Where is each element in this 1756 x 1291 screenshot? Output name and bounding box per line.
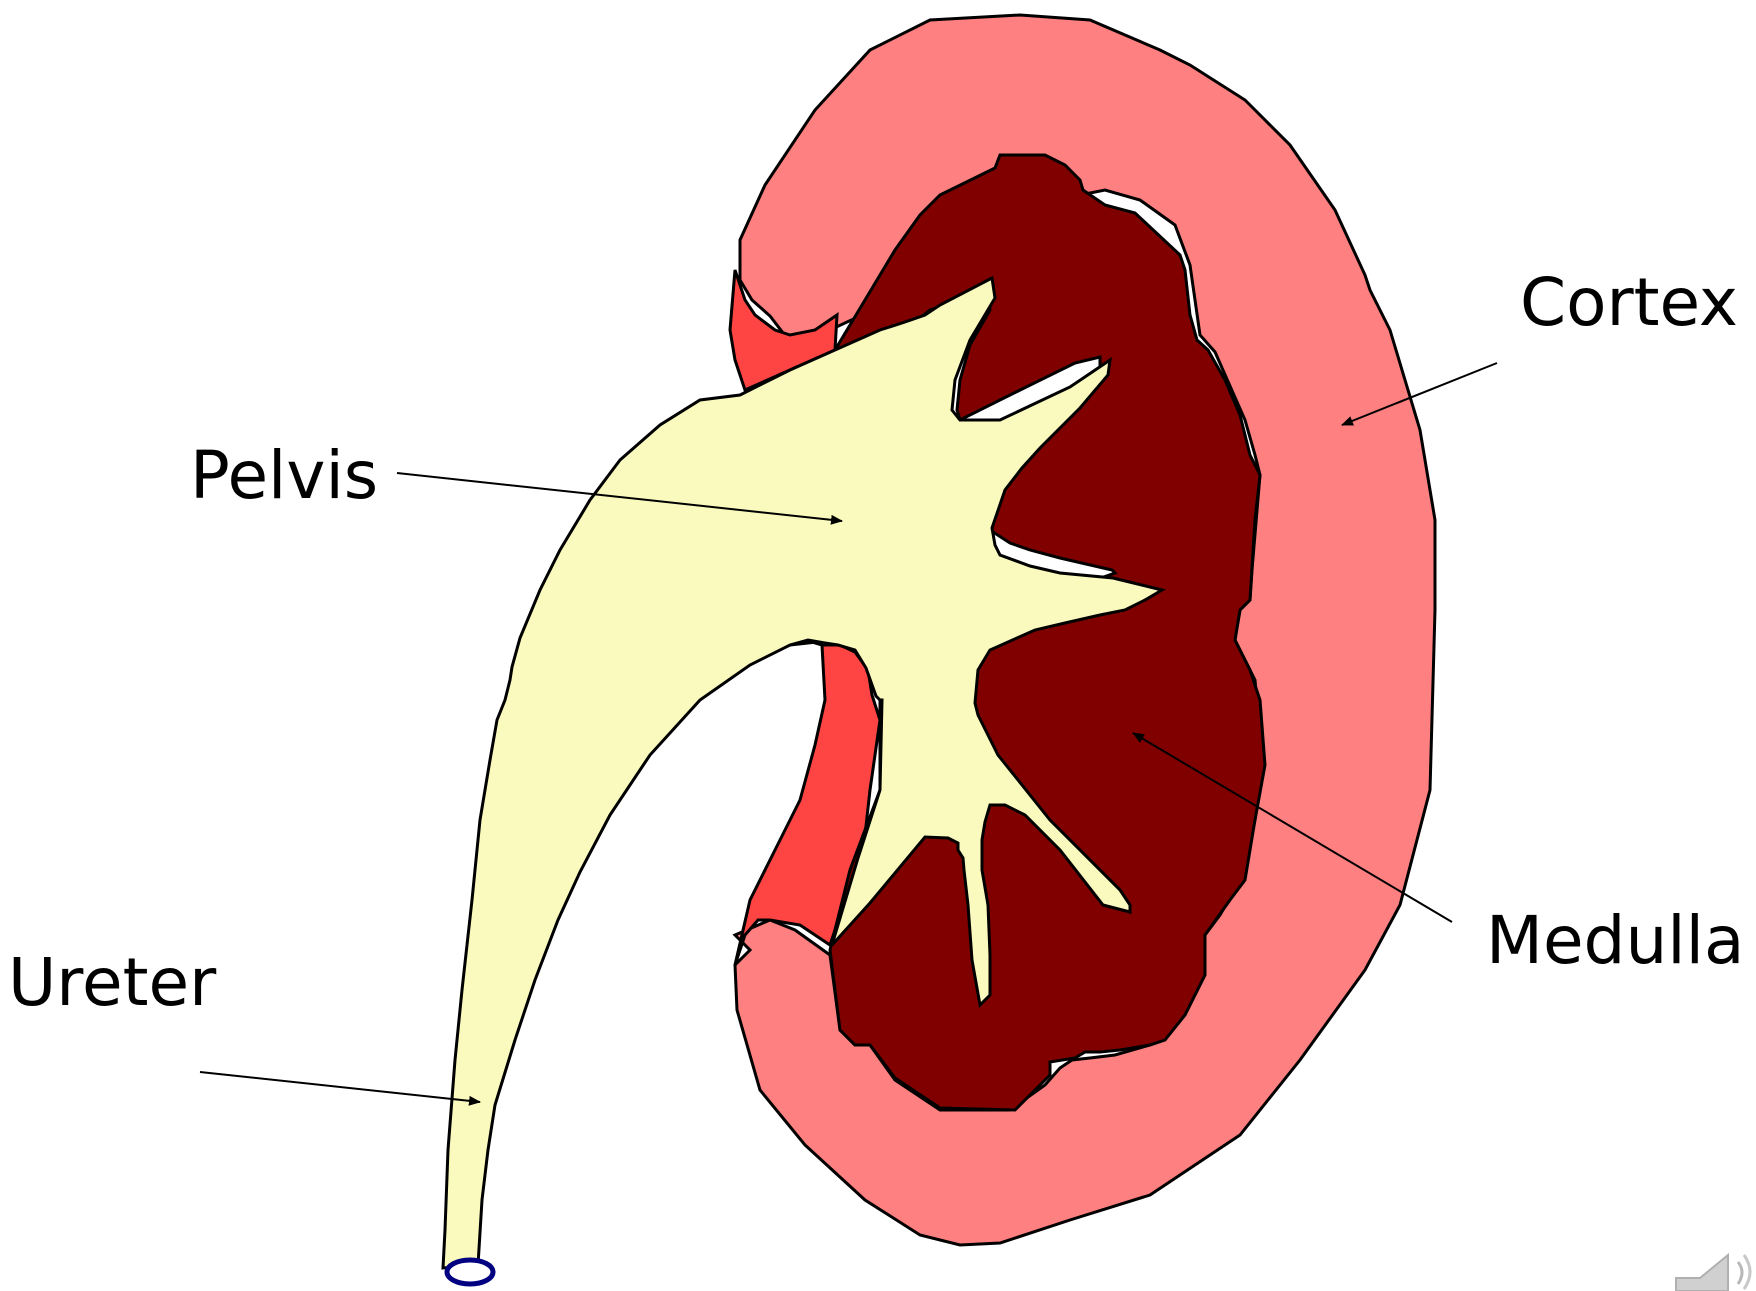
speaker-icon[interactable] bbox=[1676, 1255, 1750, 1291]
medulla-label: Medulla bbox=[1486, 902, 1744, 979]
pelvis-label: Pelvis bbox=[190, 437, 378, 514]
ureter-label: Ureter bbox=[8, 944, 217, 1021]
ureter-pointer-arrow bbox=[200, 1072, 480, 1102]
cortex-label: Cortex bbox=[1520, 264, 1738, 341]
ureter-opening bbox=[447, 1260, 493, 1284]
